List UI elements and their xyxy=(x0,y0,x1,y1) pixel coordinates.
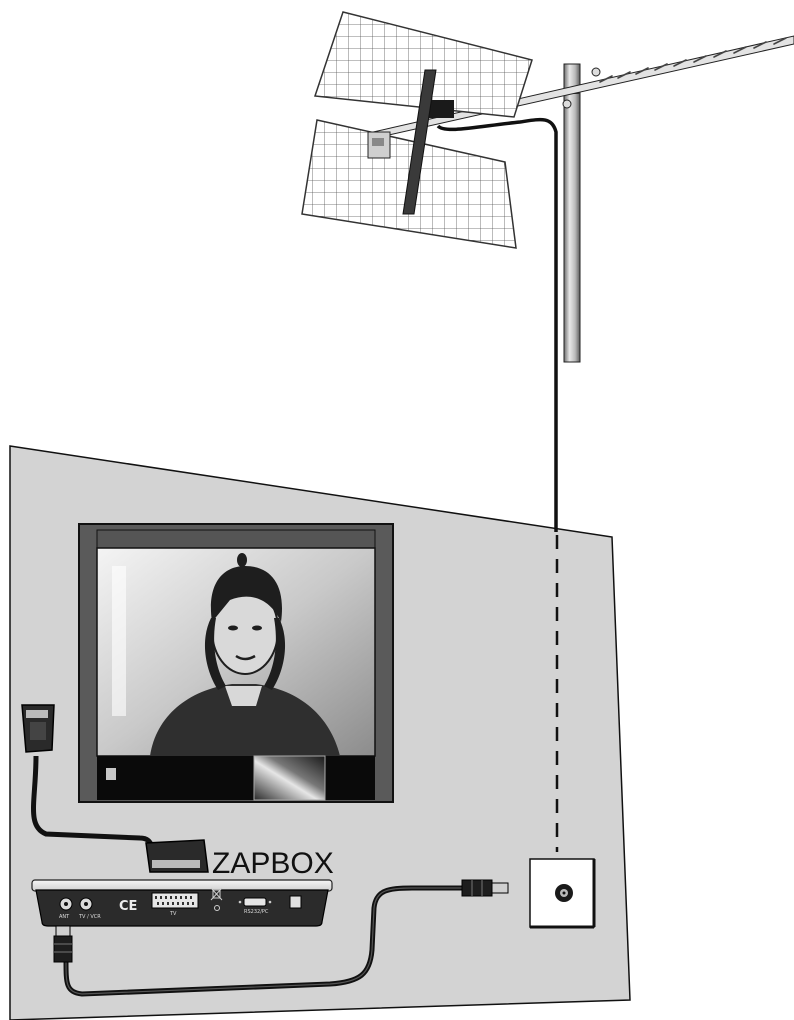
ce-mark: CE xyxy=(119,899,137,914)
mast xyxy=(564,64,580,362)
tv-power-button xyxy=(106,768,116,780)
device-label: ZAPBOX xyxy=(212,847,334,880)
wall-socket-icon xyxy=(530,859,594,927)
tv-vcr-port-label: TV / VCR xyxy=(78,914,101,920)
panel-antenna-grid-icon xyxy=(302,12,532,248)
television xyxy=(79,524,393,802)
scart-port-label: TV xyxy=(169,911,177,917)
scart-plug-icon xyxy=(146,840,208,872)
set-top-box: ANT TV / VCR CE TV RS232/PC xyxy=(32,880,332,926)
serial-port xyxy=(244,898,266,906)
tv-gloss-panel xyxy=(254,756,325,800)
antenna-assembly xyxy=(302,12,794,532)
tv-control-panel xyxy=(97,756,375,800)
power-switch xyxy=(290,896,301,908)
ant-port-label: ANT xyxy=(59,914,70,920)
scart-socket xyxy=(152,893,198,908)
serial-port-label: RS232/PC xyxy=(244,909,269,915)
coax-plug-icon xyxy=(54,926,72,962)
scart-plug-icon xyxy=(22,705,54,752)
